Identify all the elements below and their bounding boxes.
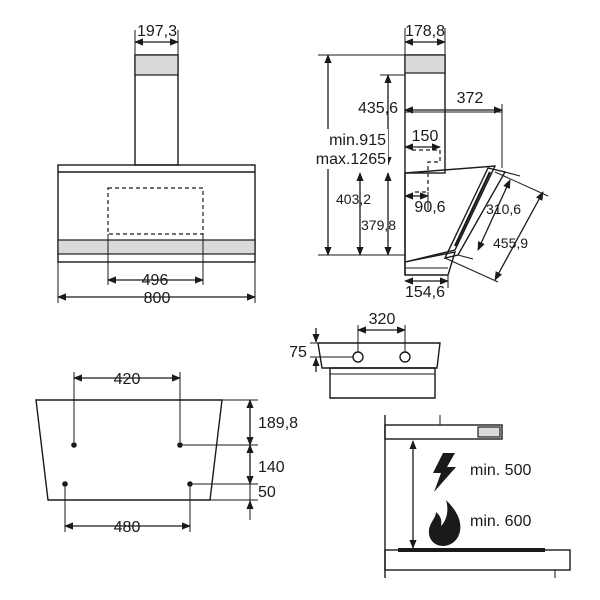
- chimney-width-label: 197,3: [137, 23, 177, 40]
- hole-spacing-label: 320: [369, 311, 396, 328]
- projection-label: 372: [457, 90, 484, 107]
- front-view: 197,3 496 800: [57, 23, 256, 307]
- bottom-154-label: 154,6: [405, 284, 445, 301]
- height-max-label: max.1265: [316, 151, 386, 168]
- height-379-label: 379,8: [361, 217, 396, 233]
- panel-width-label: 496: [142, 272, 169, 289]
- glass-455-label: 455,9: [493, 235, 528, 251]
- flame-icon: [428, 500, 461, 546]
- electric-clearance-label: min. 500: [470, 462, 531, 479]
- bottom-spacing-label: 480: [114, 519, 141, 536]
- chimney-height-label: 435,6: [358, 100, 398, 117]
- chimney-depth-label: 178,8: [405, 23, 445, 40]
- vertical-2-label: 140: [258, 459, 285, 476]
- offset-150-label: 150: [412, 128, 439, 145]
- glass-310-label: 310,6: [486, 201, 521, 217]
- hole-offset-label: 75: [289, 344, 307, 361]
- clearance-view: min. 500 min. 600: [384, 415, 571, 578]
- side-view: 178,8 372 435,6 150 min.915 max.1265: [270, 23, 549, 301]
- bracket-view: 320 75: [289, 311, 441, 399]
- vertical-3-label: 50: [258, 484, 276, 501]
- vertical-1-label: 189,8: [258, 415, 298, 432]
- height-min-label: min.915: [329, 132, 386, 149]
- gas-clearance-label: min. 600: [470, 513, 531, 530]
- wall-template-view: 420 480 189,8 140 50: [35, 371, 298, 536]
- top-spacing-label: 420: [114, 371, 141, 388]
- depth-90-label: 90,6: [414, 199, 445, 216]
- total-width-label: 800: [144, 290, 171, 307]
- lightning-icon: [433, 453, 456, 492]
- height-403-label: 403,2: [336, 191, 371, 207]
